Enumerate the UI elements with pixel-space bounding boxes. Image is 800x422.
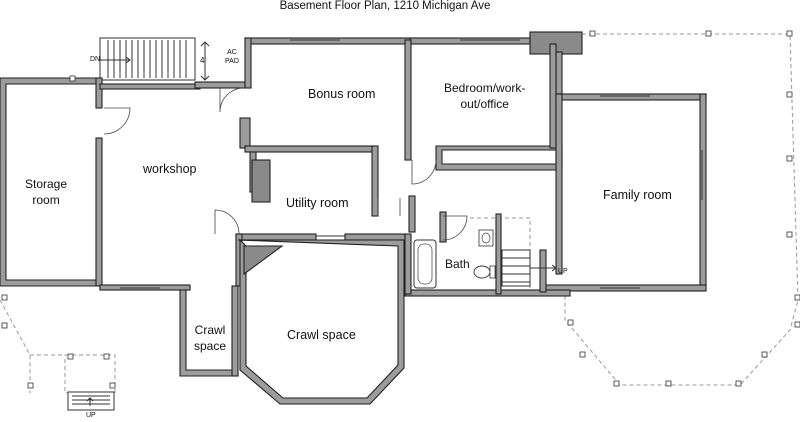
walls [0,31,707,405]
room-label-utility: Utility room [286,196,349,210]
room-label-bonus: Bonus room [308,87,376,101]
room-label-family: Family room [603,188,672,202]
plan-title: Basement Floor Plan, 1210 Michigan Ave [279,0,491,12]
room-label-workshop: workshop [143,162,197,176]
room-label-crawl-large: Crawl space [287,328,356,342]
room-label-crawl-small: Crawl space [194,323,227,353]
entry-stairs [99,37,196,81]
dimension-marker [200,41,210,81]
interior-stair [501,249,557,287]
down-label: DN [90,56,101,63]
window-lines [5,39,703,289]
bath-fixtures [413,229,496,289]
dimension-label: 4' [200,56,206,65]
ac-pad-label: AC PAD [225,49,239,65]
room-label-bath: Bath [445,257,470,271]
posts [1,30,800,389]
room-label-bedroom: Bedroom/work- out/office [444,81,526,111]
room-label-storage: Storage room [25,177,68,207]
door-swings [103,87,468,241]
porch-up-label: UP [86,412,96,419]
porch-steps [67,391,115,411]
stair-up-label: UP [558,268,568,275]
